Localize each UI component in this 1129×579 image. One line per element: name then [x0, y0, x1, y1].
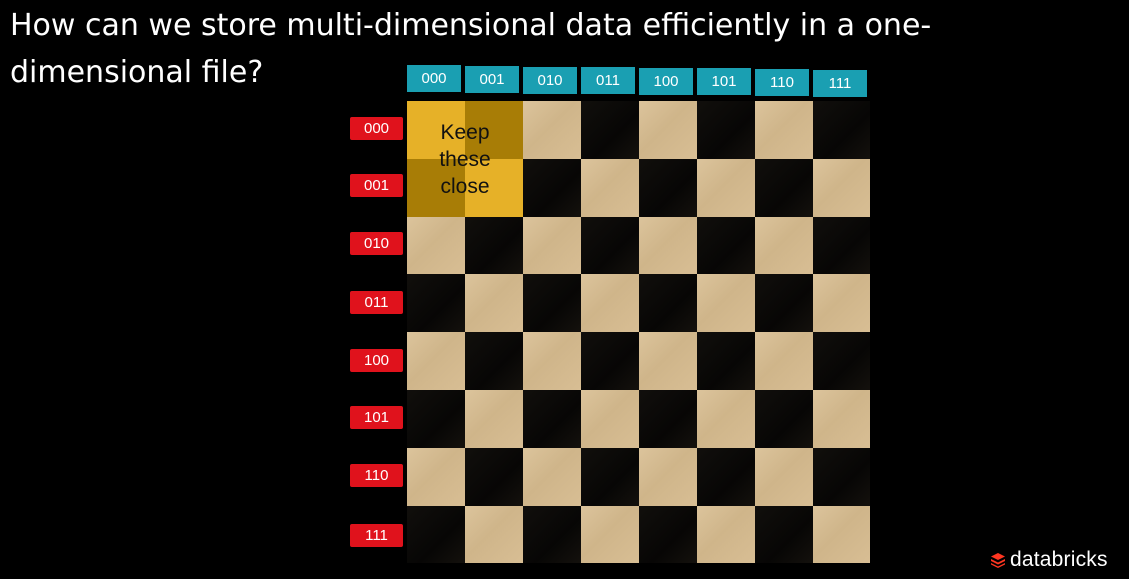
- row-label: 111: [350, 524, 403, 547]
- row-label: 010: [350, 232, 403, 255]
- dark-square: [523, 390, 581, 448]
- dark-square: [465, 332, 523, 390]
- column-label: 111: [813, 70, 867, 97]
- row-label: 001: [350, 174, 403, 197]
- light-square: [639, 101, 697, 159]
- light-square: [813, 506, 870, 563]
- light-square: [407, 217, 465, 274]
- column-label: 100: [639, 68, 693, 95]
- column-label: 010: [523, 67, 577, 94]
- light-square: [581, 159, 639, 217]
- row-label: 110: [350, 464, 403, 487]
- dark-square: [813, 217, 870, 274]
- light-square: [697, 506, 755, 563]
- dark-square: [407, 274, 465, 332]
- row-label: 100: [350, 349, 403, 372]
- logo-text: databricks: [1010, 548, 1108, 571]
- light-square: [755, 332, 813, 390]
- dark-square: [407, 390, 465, 448]
- light-square: [697, 390, 755, 448]
- column-label: 101: [697, 68, 751, 95]
- dark-square: [581, 101, 639, 159]
- light-square: [465, 390, 523, 448]
- dark-square: [581, 332, 639, 390]
- dark-square: [581, 217, 639, 274]
- highlighted-square: [465, 159, 523, 217]
- light-square: [755, 448, 813, 506]
- dark-square: [697, 332, 755, 390]
- slide-title: How can we store multi-dimensional data …: [10, 8, 932, 90]
- light-square: [407, 332, 465, 390]
- light-square: [755, 217, 813, 274]
- dark-square: [813, 332, 870, 390]
- dark-square: [755, 159, 813, 217]
- light-square: [755, 101, 813, 159]
- light-square: [813, 390, 870, 448]
- checkerboard-grid: [407, 101, 870, 563]
- light-square: [639, 332, 697, 390]
- light-square: [813, 159, 870, 217]
- row-label: 101: [350, 406, 403, 429]
- light-square: [523, 101, 581, 159]
- column-label: 011: [581, 67, 635, 94]
- dark-square: [639, 159, 697, 217]
- column-label: 110: [755, 69, 809, 96]
- dark-square: [407, 506, 465, 563]
- dark-square: [697, 448, 755, 506]
- light-square: [465, 274, 523, 332]
- dark-square: [523, 506, 581, 563]
- dark-square: [523, 274, 581, 332]
- light-square: [581, 506, 639, 563]
- light-square: [407, 448, 465, 506]
- dark-square: [465, 217, 523, 274]
- light-square: [581, 274, 639, 332]
- light-square: [523, 332, 581, 390]
- dark-square: [465, 448, 523, 506]
- light-square: [639, 448, 697, 506]
- dark-square: [639, 506, 697, 563]
- dark-square: [755, 506, 813, 563]
- dark-square: [755, 274, 813, 332]
- light-square: [639, 217, 697, 274]
- dark-square: [581, 448, 639, 506]
- light-square: [697, 274, 755, 332]
- dark-square: [523, 159, 581, 217]
- row-label: 011: [350, 291, 403, 314]
- light-square: [523, 217, 581, 274]
- row-label: 000: [350, 117, 403, 140]
- dark-square: [639, 390, 697, 448]
- light-square: [465, 506, 523, 563]
- dark-square: [639, 274, 697, 332]
- light-square: [697, 159, 755, 217]
- column-label: 001: [465, 66, 519, 93]
- databricks-stack-icon: [991, 553, 1005, 568]
- light-square: [581, 390, 639, 448]
- column-label: 000: [407, 65, 461, 92]
- dark-square: [697, 101, 755, 159]
- highlighted-square: [407, 101, 465, 159]
- dark-square: [755, 390, 813, 448]
- highlighted-square: [407, 159, 465, 217]
- light-square: [523, 448, 581, 506]
- dark-square: [813, 101, 870, 159]
- dark-square: [697, 217, 755, 274]
- light-square: [813, 274, 870, 332]
- highlighted-square: [465, 101, 523, 159]
- databricks-logo: databricks: [990, 548, 1108, 572]
- dark-square: [813, 448, 870, 506]
